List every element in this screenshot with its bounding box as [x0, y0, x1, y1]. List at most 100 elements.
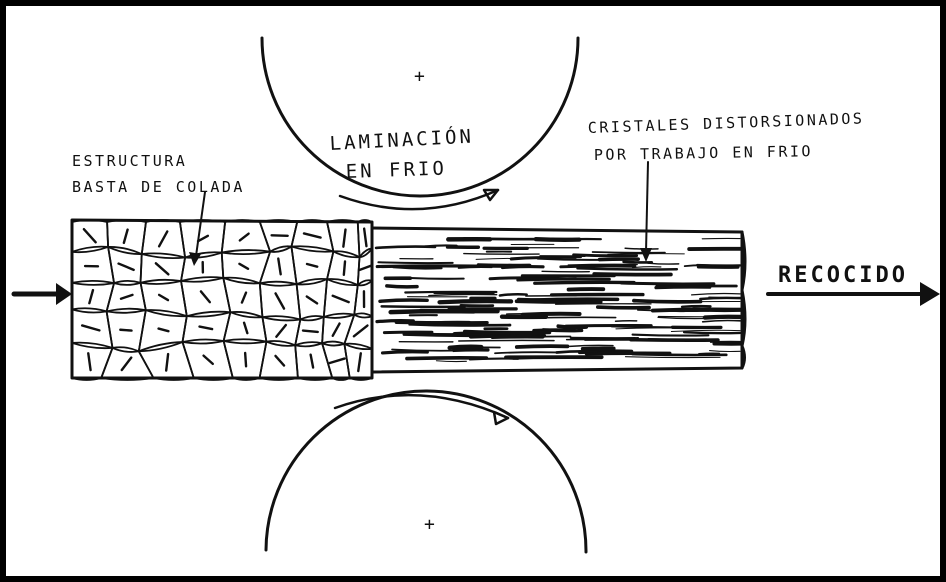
lower-roll-rotation-arrow: [333, 393, 510, 420]
upper-roll-rotation-arrow: [338, 188, 500, 211]
grain-orientation-mark: [243, 351, 248, 368]
deformed-crystal-streak: [409, 276, 465, 280]
deformed-crystal-streak: [584, 351, 672, 356]
sheet-end-edge: [740, 230, 747, 370]
grain-orientation-mark: [357, 264, 373, 272]
deformed-crystal-streak: [533, 280, 636, 285]
deformed-crystal-streak: [568, 344, 614, 348]
deformed-crystal-streak: [709, 350, 741, 353]
entry-arrow: [11, 283, 72, 305]
grain-orientation-mark: [238, 262, 250, 270]
deformed-crystal-streak: [380, 305, 466, 309]
deformed-crystal-streak: [435, 360, 467, 363]
deformed-crystal-streak: [378, 298, 429, 303]
upper-roll-center-mark: +: [414, 66, 425, 87]
grain-orientation-mark: [242, 321, 249, 335]
deformed-crystal-streak: [380, 350, 429, 355]
grain-orientation-mark: [301, 329, 319, 334]
grain-orientation-mark: [82, 227, 97, 244]
cast-structure-pointer: [189, 191, 206, 266]
deformed-crystal-streak: [509, 256, 555, 261]
deformed-crystal-streak: [463, 252, 540, 255]
deformed-crystal-streak: [536, 257, 617, 261]
grain-orientation-mark: [157, 230, 169, 248]
deformed-crystal-streak: [555, 349, 598, 354]
deformed-crystal-streak: [556, 324, 589, 330]
deformed-crystal-streak: [521, 316, 617, 319]
distorted-crystals-label-line2: POR TRABAJO EN FRIO: [594, 142, 813, 164]
deformed-crystal-streak: [394, 320, 489, 325]
lower-roll-center-mark: +: [424, 514, 435, 535]
deformed-crystal-streak: [377, 261, 454, 265]
deformed-crystal-streak: [559, 264, 637, 269]
deformed-crystal-streak: [423, 244, 458, 248]
deformed-crystal-streak: [514, 344, 570, 349]
deformed-crystal-streak: [699, 296, 742, 301]
deformed-crystal-streak: [619, 281, 716, 286]
deformed-crystal-streak: [650, 307, 742, 313]
deformed-crystal-streak: [391, 348, 467, 352]
annealing-label: RECOCIDO: [778, 263, 908, 288]
deformed-crystal-streak: [683, 264, 712, 268]
grain-orientation-mark: [331, 294, 350, 304]
grain-orientation-mark: [342, 228, 347, 248]
deformed-crystal-streak: [670, 329, 741, 333]
grain-orientation-mark: [302, 232, 322, 239]
deformed-crystal-streak: [457, 266, 493, 269]
grain-orientation-mark: [357, 352, 362, 373]
grain-orientation-mark: [120, 356, 133, 372]
deformed-crystal-streak: [385, 284, 419, 289]
grain-orientation-mark: [119, 328, 133, 332]
grain-orientation-mark: [274, 292, 286, 310]
deformed-crystal-streak: [532, 328, 577, 333]
grain-orientation-mark: [274, 354, 286, 367]
grain-orientation-mark: [309, 353, 315, 369]
grain-orientation-mark: [117, 262, 135, 272]
deformed-crystal-streak: [494, 351, 558, 355]
deformed-crystal-streak: [375, 264, 478, 269]
deformed-crystal-streak: [654, 285, 712, 290]
lower-roll: +: [264, 389, 588, 554]
grain-orientation-mark: [119, 293, 134, 300]
deformed-crystal-streak: [388, 308, 476, 315]
deformed-crystal-streak: [567, 263, 638, 266]
exit-arrow: [766, 282, 940, 306]
deformed-crystal-streak: [514, 299, 603, 304]
grain-orientation-mark: [164, 352, 170, 372]
grain-orientation-mark: [87, 352, 92, 372]
deformed-crystal-streak: [701, 319, 741, 323]
process-label-line2: EN FRIO: [345, 157, 447, 183]
deformed-crystal-streak: [631, 352, 728, 357]
deformed-crystal-streak: [520, 311, 582, 317]
deformed-crystal-streak: [511, 355, 575, 360]
grain-orientation-mark: [305, 295, 319, 305]
grain-orientation-mark: [331, 322, 341, 337]
upper-roll: +: [260, 36, 580, 211]
deformed-crystal-streak: [647, 262, 680, 265]
deformed-crystal-streak: [458, 339, 555, 342]
grain-orientation-mark: [202, 354, 215, 366]
grain-orientation-mark: [328, 357, 346, 365]
grain-orientation-mark: [275, 323, 288, 338]
deformed-crystal-streak: [591, 251, 666, 254]
deformed-crystal-streak: [375, 319, 415, 324]
grain-orientation-mark: [88, 288, 95, 305]
deformed-crystal-streak: [468, 333, 547, 339]
deformed-crystal-streak: [547, 276, 578, 281]
deformed-crystal-streak: [595, 305, 651, 310]
cast-structure-label-line1: ESTRUCTURA: [72, 152, 187, 170]
deformed-crystal-streak: [615, 327, 715, 330]
grain-orientation-mark: [277, 257, 282, 276]
deformed-crystal-streak: [437, 298, 514, 305]
deformed-crystal-streak: [462, 329, 552, 335]
deformed-crystal-streak: [680, 304, 712, 309]
deformed-crystal-streak: [576, 267, 679, 271]
deformed-crystal-streak: [631, 333, 710, 337]
deformed-crystal-streak: [420, 323, 512, 327]
grain-orientation-mark: [154, 262, 170, 276]
deformed-crystal-streak: [462, 236, 555, 241]
deformed-crystal-streak: [592, 272, 673, 277]
distorted-crystal-region: [370, 226, 747, 374]
grain-orientation-mark: [199, 290, 212, 304]
